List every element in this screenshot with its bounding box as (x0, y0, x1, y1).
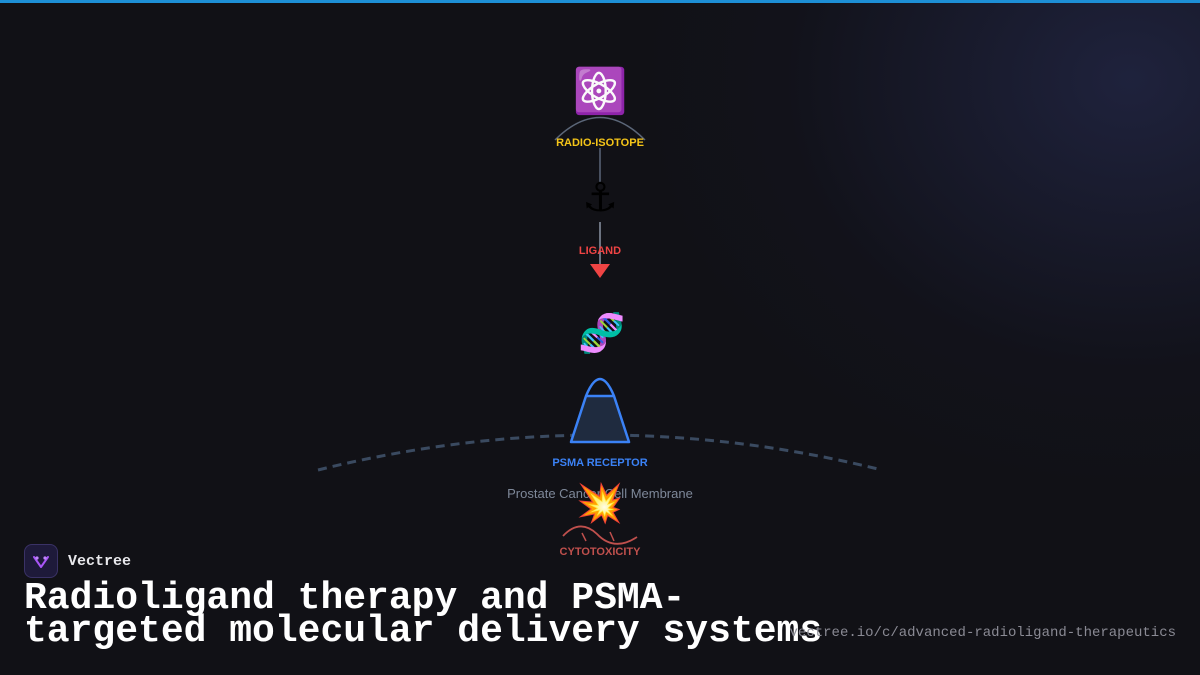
accent-top-bar (0, 0, 1200, 3)
radioisotope-label: RADIO-ISOTOPE (556, 137, 644, 149)
psma-receptor-label: PSMA RECEPTOR (552, 457, 647, 469)
atom-icon: ⚛️ (572, 66, 628, 117)
cytotoxicity-tick-right (609, 531, 615, 542)
source-url[interactable]: vectree.io/c/advanced-radioligand-therap… (789, 625, 1176, 641)
ligand-arrow-head (590, 264, 610, 278)
brand: Vectree (24, 544, 131, 578)
page-title: Radioligand therapy and PSMA-targeted mo… (24, 577, 823, 653)
radioisotope-arc (554, 116, 646, 141)
anchor-icon: ⚓ (582, 175, 618, 221)
cell-membrane (317, 433, 883, 472)
membrane-label: Prostate Cancer Cell Membrane (507, 486, 693, 501)
psma-receptor-pocket (584, 377, 616, 397)
explosion-icon: 💥 (576, 481, 624, 525)
ligand-label: LIGAND (579, 245, 621, 257)
psma-receptor-body (569, 394, 631, 444)
cytotoxicity-tick-left (581, 532, 587, 542)
vectree-logo (24, 544, 58, 578)
cytotoxicity-wave (562, 525, 638, 545)
vectree-logo-icon (33, 556, 49, 568)
dna-icon: 🧬 (578, 311, 626, 355)
brand-name: Vectree (68, 552, 132, 570)
